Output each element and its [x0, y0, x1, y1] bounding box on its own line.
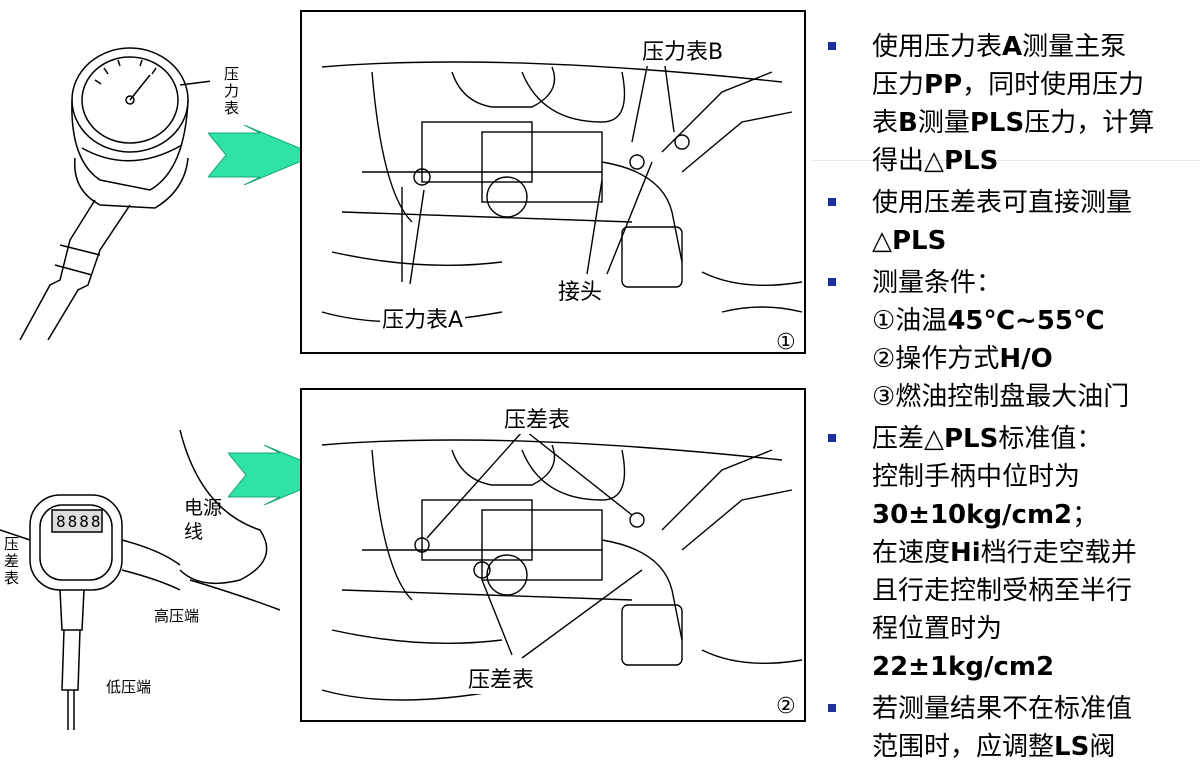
- bullet-line: 且行走控制受柄至半行: [872, 572, 1196, 610]
- bullet-text: 控制手柄中位时为: [872, 462, 1081, 492]
- bullet-text: 程位置时为: [872, 614, 1003, 644]
- bullet-line: 22±1kg/cm2: [872, 648, 1196, 686]
- bullet-text: 若测量结果不在标准值: [872, 694, 1133, 724]
- diagram-panel-2: 压差表 压差表 ②: [300, 388, 806, 722]
- bullet-item: 使用压力表A测量主泵压力PP，同时使用压力表B测量PLS压力，计算得出△PLS: [826, 28, 1196, 180]
- bullet-line: 得出△PLS: [872, 142, 1196, 180]
- bullet-text: 范围时，应调整: [872, 732, 1055, 762]
- bullet-line: 在速度Hi档行走空载并: [872, 534, 1196, 572]
- bullet-square-icon: [828, 278, 836, 286]
- bullet-square-icon: [828, 198, 836, 206]
- bullet-text: 压差△: [872, 424, 944, 454]
- bullet-text: B: [898, 108, 918, 138]
- bullet-text: PLS: [944, 146, 999, 176]
- bullet-text: 阀: [1089, 732, 1116, 762]
- high-pressure-label: 高压端: [154, 607, 200, 625]
- arrow-right-icon: [228, 445, 338, 505]
- bullet-text: △: [872, 226, 892, 256]
- bullet-text: 且行走控制受柄至半行: [872, 576, 1133, 606]
- bullet-text: LS: [1054, 732, 1090, 762]
- bullet-text: 使用压力表: [872, 32, 1003, 62]
- bullet-text: 测量主泵: [1022, 32, 1127, 62]
- bullet-text: PLS: [944, 424, 999, 454]
- diagram-panel-1: 压力表B 压力表A 接头 ①: [300, 10, 806, 354]
- bullet-line: ①油温45℃~55℃: [872, 302, 1196, 340]
- bullet-text: 使用压差表可直接测量: [872, 188, 1133, 218]
- valve-drawing-1: [321, 41, 803, 323]
- diff-gauge-bottom-label: 压差表: [466, 662, 537, 694]
- bullet-line: 测量条件：: [872, 264, 1196, 302]
- bullet-text: 30±10kg/cm2: [872, 500, 1073, 530]
- joint-label: 接头: [556, 274, 605, 306]
- bullet-square-icon: [828, 42, 836, 50]
- bullet-text: Hi: [950, 538, 981, 568]
- bullet-item: 若测量结果不在标准值范围时，应调整LS阀: [826, 690, 1196, 766]
- arrow-right-icon: [208, 125, 318, 185]
- bullet-line: ②操作方式H/O: [872, 340, 1196, 378]
- divider: [812, 160, 1200, 161]
- bullet-text: PLS: [892, 226, 947, 256]
- bullet-text: ，同时使用压力: [962, 70, 1145, 100]
- pressure-gauge-label: 压力表: [224, 65, 240, 117]
- bullet-line: 使用压差表可直接测量: [872, 184, 1196, 222]
- bullet-item: 使用压差表可直接测量 △PLS: [826, 184, 1196, 260]
- bullet-line: 表B测量PLS压力，计算: [872, 104, 1196, 142]
- bullet-line: 若测量结果不在标准值: [872, 690, 1196, 728]
- differential-gauge-label: 压差表: [4, 535, 20, 587]
- bullet-text: 得出△: [872, 146, 944, 176]
- bullet-line: 30±10kg/cm2；: [872, 496, 1196, 534]
- bullet-text: ①油温: [872, 306, 948, 336]
- differential-gauge-drawing: [0, 430, 281, 730]
- bullet-text: 压力，计算: [1024, 108, 1155, 138]
- pressure-gauge-drawing: [19, 47, 210, 340]
- bullet-line: ③燃油控制盘最大油门: [872, 378, 1196, 416]
- bullet-line: 使用压力表A测量主泵: [872, 28, 1196, 66]
- bullet-text: 22±1kg/cm2: [872, 652, 1055, 682]
- valve-drawing-2: [321, 431, 803, 701]
- bullet-line: △PLS: [872, 222, 1196, 260]
- bullet-text: ②操作方式: [872, 344, 1000, 374]
- panel-number: ①: [776, 330, 796, 354]
- bullet-square-icon: [828, 434, 836, 442]
- bullet-text: 表: [872, 108, 899, 138]
- bullet-text: PLS: [969, 108, 1025, 138]
- bullet-text: A: [1002, 32, 1023, 62]
- bullet-line: 范围时，应调整LS阀: [872, 728, 1196, 766]
- gauge-a-label: 压力表A: [380, 302, 466, 334]
- bullet-text: 在速度: [872, 538, 951, 568]
- bullet-text: PP: [924, 70, 963, 100]
- panel-number: ②: [776, 694, 796, 719]
- bullet-line: 控制手柄中位时为: [872, 458, 1196, 496]
- bullet-text: 档行走空载并: [980, 538, 1137, 568]
- low-pressure-label: 低压端: [106, 678, 152, 696]
- bullet-line: 压差△PLS标准值：: [872, 420, 1196, 458]
- bullet-line: 压力PP，同时使用压力: [872, 66, 1196, 104]
- bullet-text: ③燃油控制盘最大油门: [872, 382, 1130, 412]
- bullet-text: 压力: [872, 70, 925, 100]
- bullet-text: 测量条件：: [872, 268, 1003, 298]
- bullet-text: 测量: [917, 108, 970, 138]
- bullet-text: 标准值：: [998, 424, 1103, 454]
- diff-gauge-top-label: 压差表: [502, 402, 573, 434]
- gauge-b-label: 压力表B: [640, 34, 726, 66]
- digital-display: 8888: [56, 512, 103, 531]
- bullet-text: 45℃~55℃: [947, 306, 1105, 336]
- bullet-text: ；: [1072, 500, 1099, 530]
- bullet-text: H/O: [999, 344, 1053, 374]
- power-cord-label: 电源线: [184, 497, 223, 543]
- bullet-line: 程位置时为: [872, 610, 1196, 648]
- bullet-square-icon: [828, 704, 836, 712]
